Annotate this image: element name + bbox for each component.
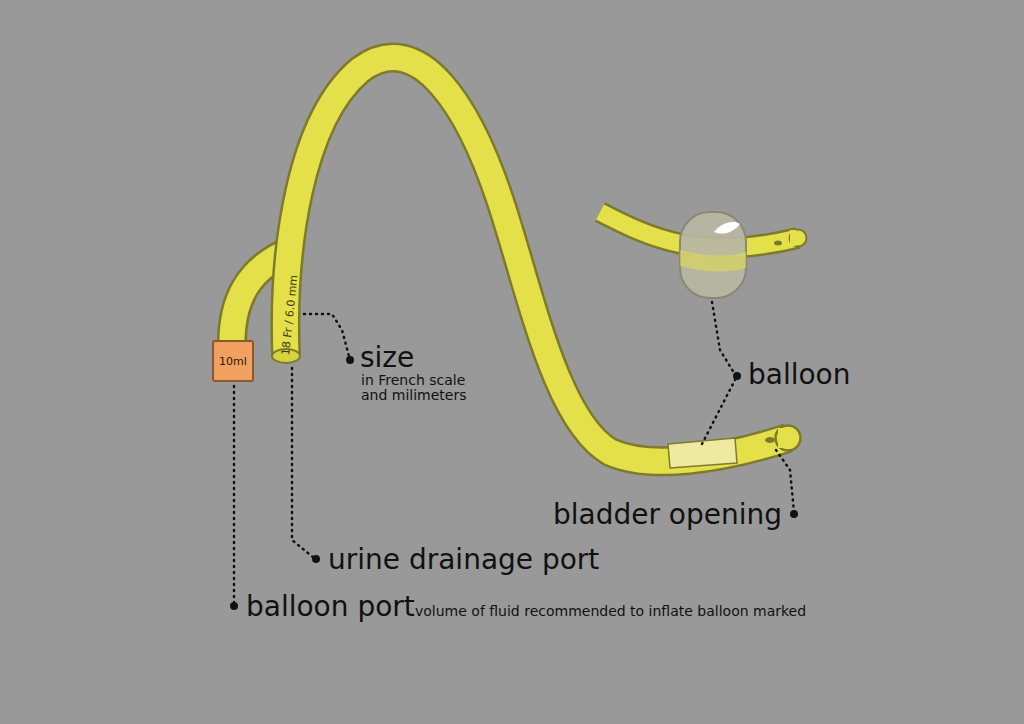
leader-size bbox=[304, 314, 350, 360]
drain-eye bbox=[765, 437, 775, 443]
inflated-balloon bbox=[680, 212, 746, 298]
part-label: size bbox=[360, 343, 414, 374]
part-label: bladder opening bbox=[553, 500, 782, 531]
part-note: volume of fluid recommended to inflate b… bbox=[415, 604, 806, 619]
part-label: balloon port bbox=[246, 592, 415, 623]
fill-volume: 10ml bbox=[219, 355, 247, 368]
leader-drainage bbox=[292, 368, 314, 558]
tube-outline bbox=[285, 58, 788, 462]
catheter-tube bbox=[285, 58, 788, 462]
part-label: urine drainage port bbox=[328, 545, 599, 576]
inset-drain-eye bbox=[774, 241, 782, 246]
balloon-band bbox=[680, 250, 746, 272]
leader-dot bbox=[230, 602, 238, 610]
inset-tip-cover bbox=[790, 230, 796, 246]
catheter-tip bbox=[776, 426, 801, 451]
leader-dot bbox=[733, 372, 741, 380]
balloon-port-cap: 10ml bbox=[212, 340, 254, 382]
leader-balloon-inset bbox=[712, 302, 736, 376]
leader-balloon-band bbox=[702, 378, 736, 444]
part-note: in French scale and milimeters bbox=[361, 373, 473, 404]
leader-balloon-port bbox=[233, 386, 236, 605]
leader-dot bbox=[790, 510, 798, 518]
leader-dot bbox=[346, 356, 354, 364]
part-label: balloon bbox=[748, 360, 851, 391]
tip-cover bbox=[778, 428, 786, 448]
inset-tip bbox=[790, 230, 807, 247]
leader-dot bbox=[312, 555, 320, 563]
balloon-highlight bbox=[714, 222, 740, 234]
